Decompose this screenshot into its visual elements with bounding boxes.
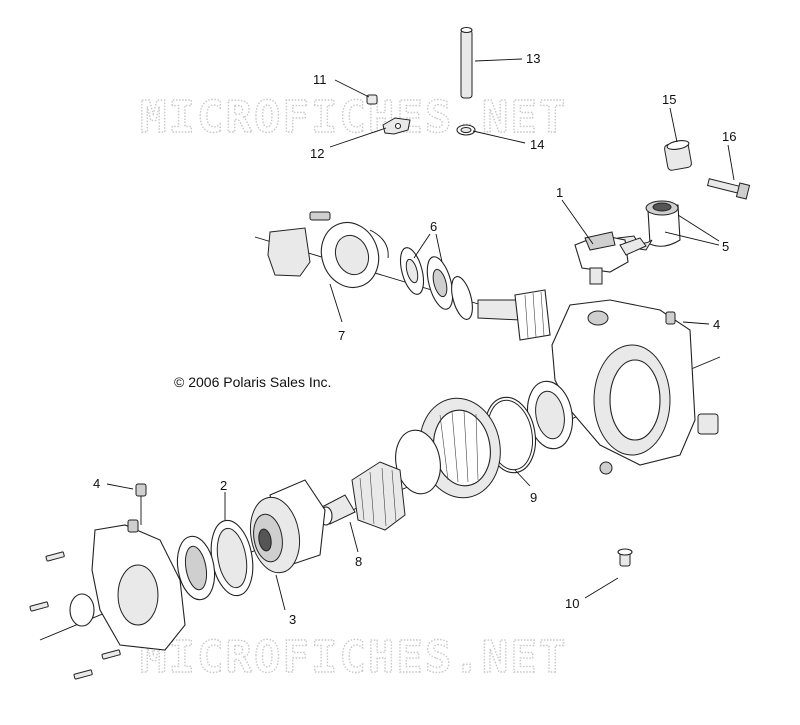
pinion-shaft	[477, 289, 551, 341]
callout-6: 6	[430, 219, 437, 234]
part-1-actuator	[574, 231, 647, 285]
callout-13: 13	[526, 51, 540, 66]
copyright-text: © 2006 Polaris Sales Inc.	[174, 374, 331, 390]
callout-15: 15	[662, 92, 676, 107]
part-10-plug	[617, 548, 633, 567]
cover-bolts	[29, 551, 121, 680]
callout-11: 11	[313, 72, 327, 87]
part-4-fitting-upper	[665, 311, 676, 325]
callout-5: 5	[722, 239, 729, 254]
callout-12: 12	[310, 146, 324, 161]
part-6-washers	[399, 247, 473, 320]
main-housing-right	[551, 299, 719, 475]
part-13-tube	[460, 26, 473, 99]
watermark-top: MICROFICHES.NET	[140, 92, 567, 143]
callout-14: 14	[530, 137, 544, 152]
gasket-ring-mid	[395, 429, 441, 495]
part-3-hub	[249, 496, 301, 574]
part-14-clamp	[456, 124, 476, 136]
part-7-coil	[267, 211, 389, 289]
callout-3: 3	[289, 612, 296, 627]
front-cover-housing	[69, 519, 186, 651]
callout-9: 9	[530, 490, 537, 505]
callout-16: 16	[722, 129, 736, 144]
callout-1: 1	[556, 185, 563, 200]
part-2-ring	[210, 519, 254, 597]
roller-cage	[351, 461, 406, 531]
callout-2: 2	[220, 478, 227, 493]
part-4-breather-lower	[135, 483, 147, 525]
part-16-bolt	[706, 178, 751, 200]
cover-seal	[176, 535, 216, 601]
leader-lines	[106, 58, 735, 611]
watermark-bottom: MICROFICHES.NET	[140, 632, 567, 683]
callout-7: 7	[338, 328, 345, 343]
seal-ring-right	[526, 380, 574, 450]
callout-8: 8	[355, 554, 362, 569]
part-15-bushing	[664, 140, 692, 171]
callout-4-upper: 4	[713, 317, 720, 332]
callout-10: 10	[565, 596, 579, 611]
callout-4-lower: 4	[93, 476, 100, 491]
part-12-bracket	[382, 117, 411, 135]
part-11-nut	[366, 94, 378, 105]
